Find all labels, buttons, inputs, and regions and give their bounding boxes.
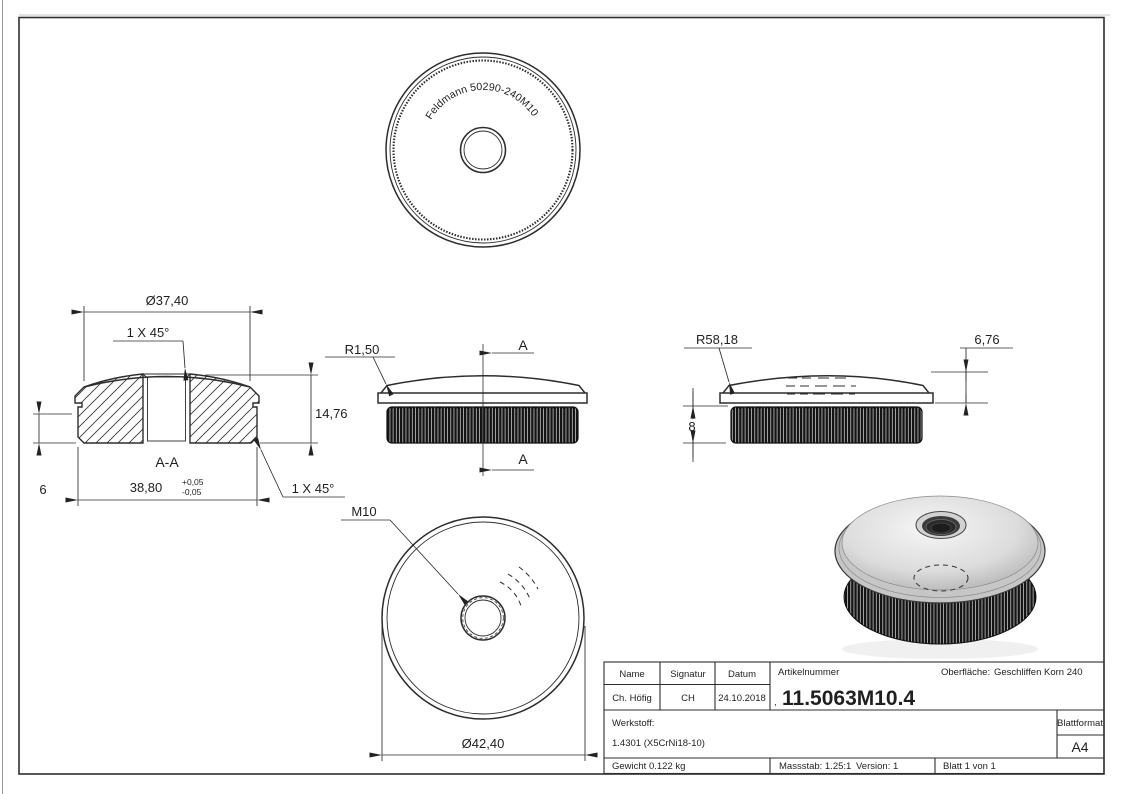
bottom-hole-inner [464, 599, 502, 637]
title-block-grid [603, 661, 1105, 775]
tb-name-label: Name [619, 669, 644, 680]
top-view-knurl-ring [392, 59, 574, 241]
tb-oberflaeche-label: Oberfläche: [941, 667, 990, 678]
dim-dia-outer: Ø42,40 [462, 736, 505, 751]
front-flange [377, 392, 588, 404]
title-block-border [603, 661, 1105, 775]
iso-hole-thread-inner [930, 522, 952, 534]
tb-blatt: Blatt 1 von 1 [943, 761, 996, 772]
iso-hidden-dimple [913, 564, 969, 592]
bottom-rim-circle [386, 521, 580, 715]
front-view: A A R1,50 [325, 337, 588, 476]
tb-datum-label: Datum [728, 669, 756, 680]
tb-artikelnummer-value: 11.5063M10.4 [782, 687, 915, 710]
tb-version: Version: 1 [856, 761, 898, 772]
iso-view [834, 495, 1046, 659]
title-block: Name Signatur Datum Artikelnummer Oberfl… [603, 661, 1105, 775]
dim-height-dome: 6,76 [974, 332, 999, 347]
bottom-outer-circle [381, 516, 585, 720]
tb-datum-value: 24.10.2018 [718, 693, 766, 704]
dim-chamfer-top: 1 X 45° [127, 325, 170, 340]
section-body-left [74, 373, 144, 444]
dim-height-knurl: 8 [688, 419, 695, 434]
section-view: Ø37,40 1 X 45° 14,76 6 A-A 38,80 +0,05 -… [33, 293, 348, 506]
tb-blattformat-value: A4 [1071, 739, 1088, 755]
iso-shadow [842, 639, 1038, 659]
leader-line [718, 347, 735, 395]
dim-radius-dome: R58,18 [696, 332, 738, 347]
hidden-dome-arcs [499, 566, 539, 607]
dim-height-base: 6 [39, 482, 46, 497]
dim-thread: M10 [351, 504, 376, 519]
side-view: R58,18 6,76 8 [683, 332, 1013, 462]
top-view-hole-inner [463, 130, 503, 170]
leader-line [253, 437, 284, 498]
section-label: A-A [155, 454, 179, 470]
hidden-dimple-lines [786, 377, 856, 395]
bottom-thread-circle [462, 597, 504, 639]
top-view-outer-circle [385, 52, 581, 248]
dim-tol-minus: -0,05 [182, 487, 202, 497]
tb-blattformat-label: Blattformat [1057, 718, 1103, 729]
dim-dia-top: Ø37,40 [146, 293, 189, 308]
tb-signatur-label: Signatur [670, 669, 705, 680]
tb-signatur-value: CH [681, 693, 695, 704]
top-view-rim-circle [389, 56, 577, 244]
leader-line [182, 340, 189, 381]
dim-chamfer-bottom: 1 X 45° [292, 481, 335, 496]
dim-tol-plus: +0,05 [182, 477, 204, 487]
side-dome [722, 375, 930, 394]
side-knurl-band [730, 406, 923, 444]
tb-name-value: Ch. Höfig [612, 693, 652, 704]
tb-artikelnummer-prefix: , [774, 697, 777, 708]
front-knurl-band [386, 406, 579, 444]
tb-gewicht: Gewicht 0.122 kg [612, 761, 685, 772]
section-dome-arc [83, 375, 251, 388]
dim-radius-edge: R1,50 [345, 342, 380, 357]
thread-root-rect [147, 376, 186, 442]
section-body-right [189, 373, 260, 444]
top-view: Feldmann 50290-240M10 [385, 52, 581, 248]
tb-oberflaeche-value: Geschliffen Korn 240 [994, 667, 1083, 678]
tb-massstab: Massstab: 1.25:1 [779, 761, 851, 772]
tb-artikelnummer-label: Artikelnummer [778, 667, 839, 678]
engraving-text: Feldmann 50290-240M10 [423, 81, 540, 122]
drawing-border [18, 16, 1105, 775]
leader-line [372, 356, 394, 397]
dim-height-total: 14,76 [315, 406, 348, 421]
bottom-view: M10 Ø42,40 [341, 504, 598, 761]
side-flange [719, 392, 934, 404]
cut-label-top: A [518, 337, 528, 353]
tb-werkstoff-label: Werkstoff: [612, 718, 654, 729]
top-view-hole-outer [459, 126, 507, 174]
cut-label-bottom: A [518, 451, 528, 467]
bottom-hole-outer [460, 595, 506, 641]
tb-werkstoff-value: 1.4301 (X5CrNi18-10) [612, 738, 705, 749]
hole-chamfer-left [142, 373, 149, 379]
iso-dome [841, 495, 1039, 591]
dim-dia-body: 38,80 [130, 480, 163, 495]
leader-line [389, 519, 469, 605]
